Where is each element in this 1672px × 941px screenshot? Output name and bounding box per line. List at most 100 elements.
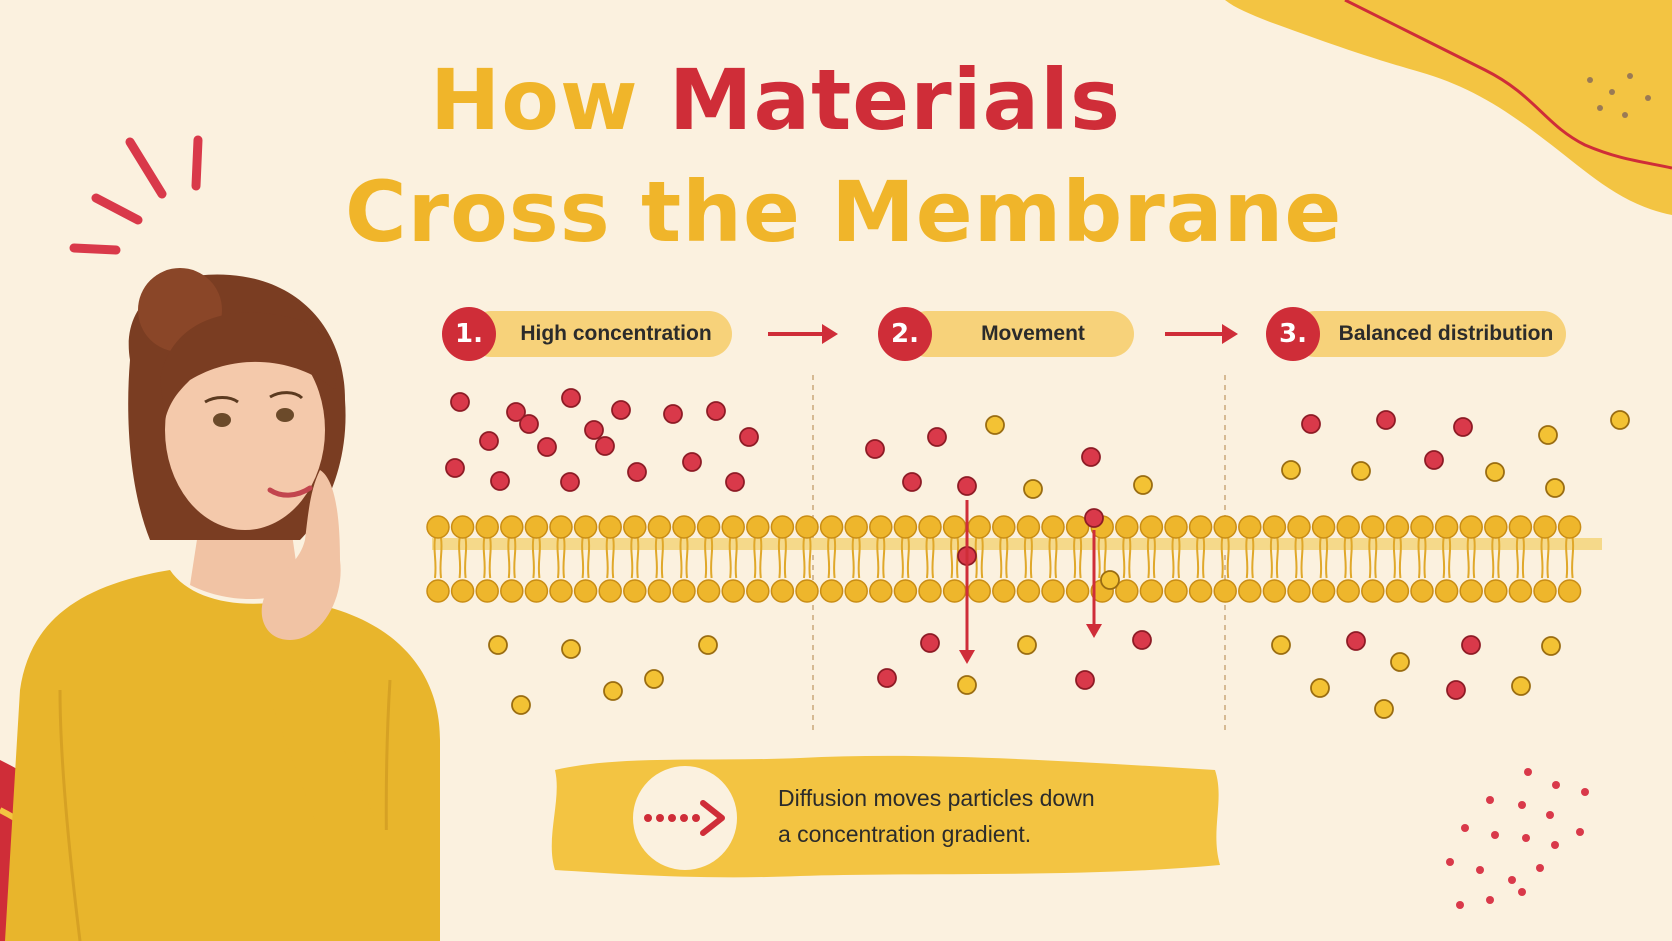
step-2-pill — [904, 311, 1134, 357]
title-word-how: How — [430, 51, 639, 149]
yellow-particle — [644, 669, 664, 689]
phospholipid — [1188, 515, 1213, 603]
sparkle-lines — [69, 135, 203, 255]
yellow-particle — [488, 635, 508, 655]
phospholipid — [475, 515, 499, 603]
crossing-arrows — [959, 500, 1102, 664]
step-1-pill — [468, 311, 732, 357]
callout-text: Diffusion moves particles down a concent… — [778, 780, 1198, 852]
yellow-particle — [1485, 462, 1505, 482]
yellow-particle — [511, 695, 531, 715]
hand — [261, 470, 341, 640]
phospholipid — [1262, 515, 1287, 603]
yellow-particle — [1538, 425, 1558, 445]
phospholipid — [721, 515, 745, 603]
phospholipid — [1041, 515, 1065, 603]
red-particle — [927, 427, 947, 447]
red-particle — [1301, 414, 1321, 434]
red-particle — [445, 458, 465, 478]
phospholipid — [770, 515, 795, 603]
yellow-particle — [1281, 460, 1301, 480]
phospholipid — [1533, 515, 1557, 603]
phospholipid — [918, 515, 942, 603]
lipid-bilayer-membrane — [426, 515, 1602, 603]
yellow-particle — [561, 639, 581, 659]
phospholipid — [1238, 515, 1262, 603]
yellow-particle — [698, 635, 718, 655]
red-particle — [725, 472, 745, 492]
phospholipid — [1557, 515, 1582, 603]
hair-front — [160, 312, 337, 420]
red-particle — [920, 633, 940, 653]
phospholipid — [1164, 515, 1188, 603]
phospholipid — [942, 515, 967, 603]
yellow-particle — [1351, 461, 1371, 481]
callout-line-2: a concentration gradient. — [778, 821, 1032, 847]
red-particle — [1376, 410, 1396, 430]
yellow-particle — [1511, 676, 1531, 696]
red-particle — [519, 414, 539, 434]
phospholipid — [623, 515, 647, 603]
yellow-particle — [1545, 478, 1565, 498]
red-particle — [865, 439, 885, 459]
step-3-pill — [1292, 311, 1566, 357]
phospholipid — [573, 515, 598, 603]
yellow-particle — [985, 415, 1005, 435]
red-particle — [902, 472, 922, 492]
woman-illustration — [5, 268, 440, 941]
red-particle — [584, 420, 604, 440]
yellow-particle — [1541, 636, 1561, 656]
face — [165, 330, 325, 530]
red-particle — [682, 452, 702, 472]
phospholipid — [1361, 515, 1385, 603]
phospholipid — [1016, 515, 1041, 603]
phospholipid — [819, 515, 844, 603]
phospholipid — [795, 515, 819, 603]
phospholipid — [869, 515, 893, 603]
phospholipid — [1508, 515, 1533, 603]
step-1: 1. High concentration — [442, 307, 732, 361]
red-particle — [1081, 447, 1101, 467]
step-2-badge: 2. — [878, 307, 932, 361]
phospholipid — [1139, 515, 1164, 603]
phospholipid — [1385, 515, 1410, 603]
phospholipid — [1410, 515, 1434, 603]
yellow-particle — [1017, 635, 1037, 655]
top-right-yellow-blob — [1225, 0, 1672, 215]
yellow-particle — [1610, 410, 1630, 430]
step-2: 2. Movement — [878, 307, 1134, 361]
phospholipid — [450, 515, 475, 603]
phospholipid — [893, 515, 918, 603]
red-particle — [1132, 630, 1152, 650]
title-word-materials: Materials — [668, 51, 1121, 149]
yellow-particle — [603, 681, 623, 701]
down-arrow — [959, 500, 975, 664]
step-2-label: Movement — [981, 322, 1085, 345]
phospholipid — [746, 515, 770, 603]
yellow-particle — [957, 675, 977, 695]
phospholipid — [426, 515, 450, 603]
red-particle — [561, 388, 581, 408]
top-right-red-wave — [1344, 0, 1672, 170]
red-particle — [1453, 417, 1473, 437]
phospholipid — [524, 515, 549, 603]
bottom-right-dots — [1446, 768, 1589, 909]
phospholipid — [598, 515, 622, 603]
step-3: 3. Balanced distribution — [1266, 307, 1566, 361]
particles — [445, 388, 1630, 719]
yellow-particle — [1100, 570, 1120, 590]
phospholipid — [1213, 515, 1237, 603]
phospholipid — [549, 515, 573, 603]
yellow-particle — [1390, 652, 1410, 672]
red-particle — [611, 400, 631, 420]
membrane-core — [432, 538, 1602, 550]
phospholipid — [1484, 515, 1508, 603]
yellow-particle — [1133, 475, 1153, 495]
red-particle — [1446, 680, 1466, 700]
callout-line-1: Diffusion moves particles down — [778, 785, 1095, 811]
phospholipid — [1065, 515, 1090, 603]
phospholipid — [1115, 515, 1139, 603]
red-particle — [706, 401, 726, 421]
red-particle — [595, 436, 615, 456]
phospholipid — [1287, 515, 1311, 603]
